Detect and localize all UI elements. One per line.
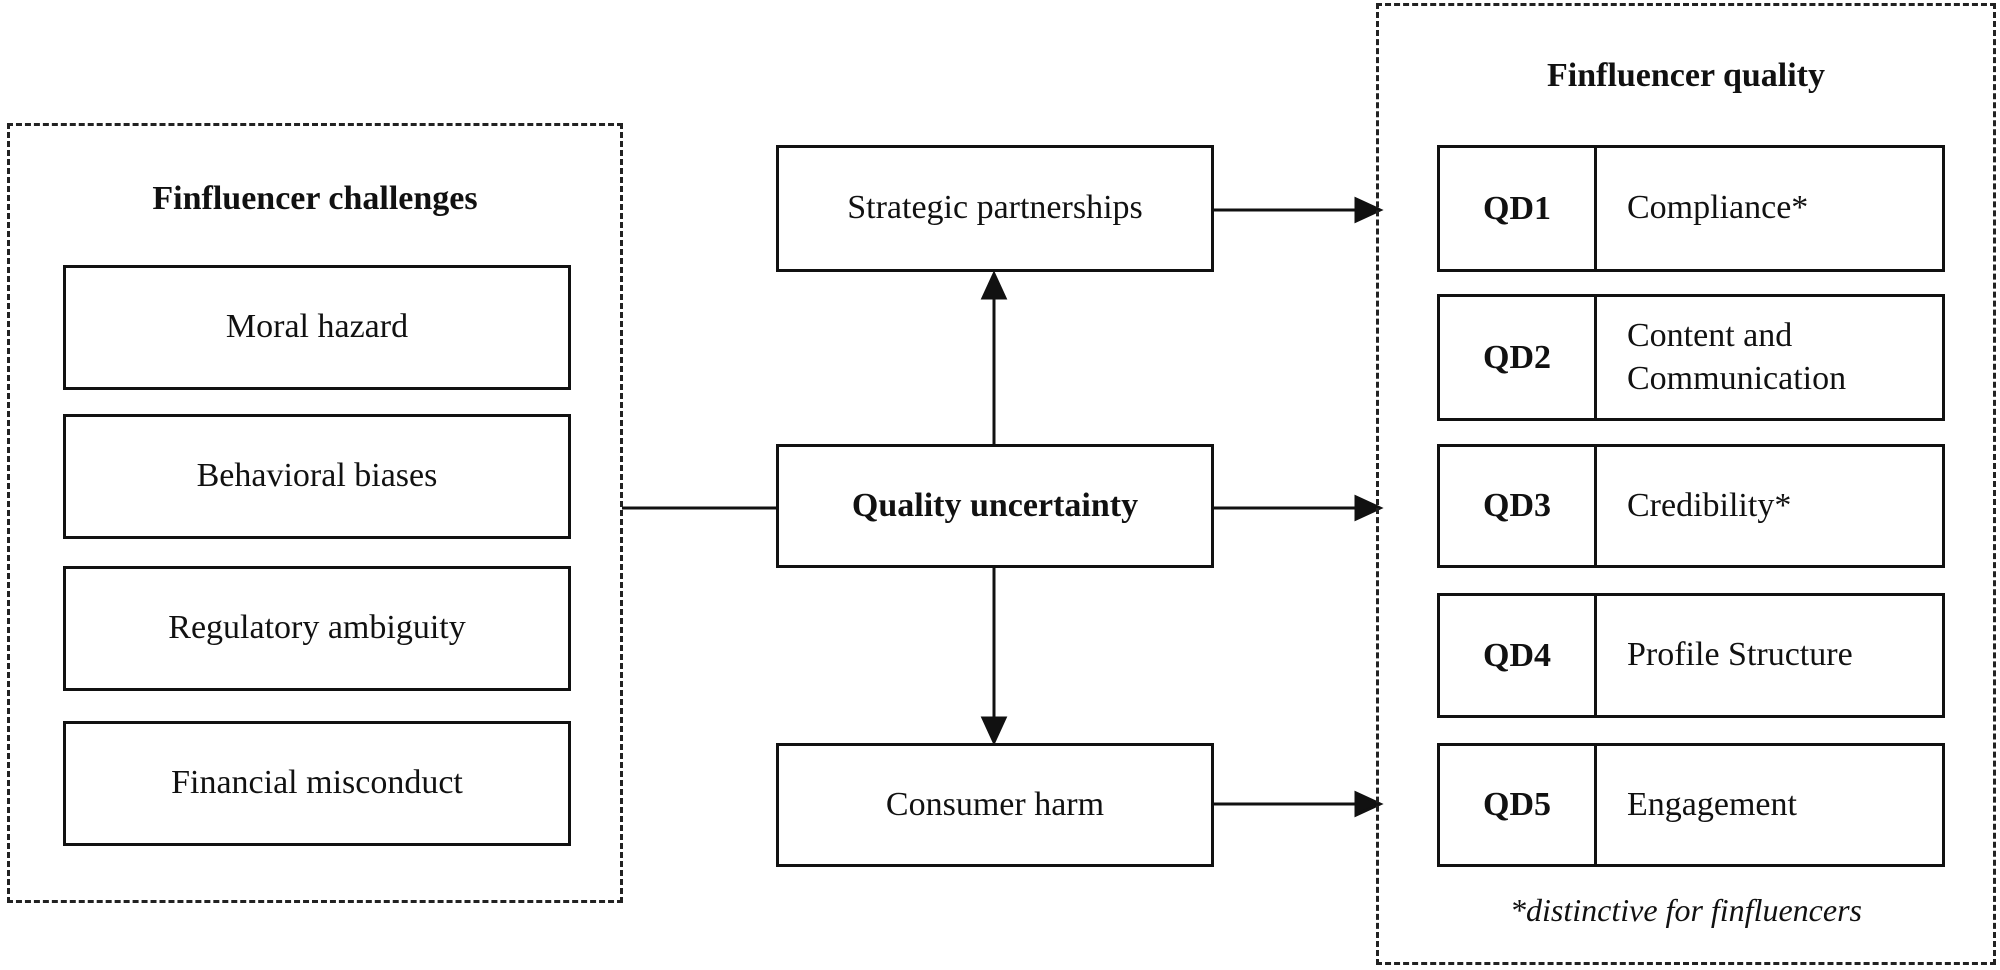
- quality-dimension-qd4: QD4 Profile Structure: [1437, 593, 1945, 718]
- qd-code: QD4: [1440, 596, 1597, 715]
- challenge-moral-hazard: Moral hazard: [63, 265, 571, 390]
- qd-code: QD5: [1440, 746, 1597, 864]
- qd-code: QD3: [1440, 447, 1597, 565]
- distinctive-note: *distinctive for finfluencers: [1510, 892, 1862, 928]
- quality-dimension-qd3: QD3 Credibility*: [1437, 444, 1945, 568]
- qd-label: Content and Communication: [1627, 317, 1847, 397]
- qd-label: Engagement: [1627, 785, 1797, 823]
- quality-dimension-qd5: QD5 Engagement: [1437, 743, 1945, 867]
- qd-code: QD2: [1440, 297, 1597, 418]
- quality-title: Finfluencer quality: [1547, 57, 1825, 94]
- challenges-group: [7, 123, 623, 903]
- qd-label: Compliance*: [1627, 189, 1809, 227]
- quality-dimension-qd1: QD1 Compliance*: [1437, 145, 1945, 272]
- strategic-partnerships-box: Strategic partnerships: [776, 145, 1214, 272]
- qd-code: QD1: [1440, 148, 1597, 269]
- qd-label: Profile Structure: [1627, 636, 1853, 674]
- consumer-harm-box: Consumer harm: [776, 743, 1214, 867]
- challenge-behavioral-biases: Behavioral biases: [63, 414, 571, 539]
- challenges-title: Finfluencer challenges: [152, 180, 478, 217]
- quality-uncertainty-box: Quality uncertainty: [776, 444, 1214, 568]
- challenge-financial-misconduct: Financial misconduct: [63, 721, 571, 846]
- quality-dimension-qd2: QD2 Content and Communication: [1437, 294, 1945, 421]
- quality-group: [1376, 3, 1996, 965]
- qd-label: Credibility*: [1627, 486, 1792, 524]
- challenge-regulatory-ambiguity: Regulatory ambiguity: [63, 566, 571, 691]
